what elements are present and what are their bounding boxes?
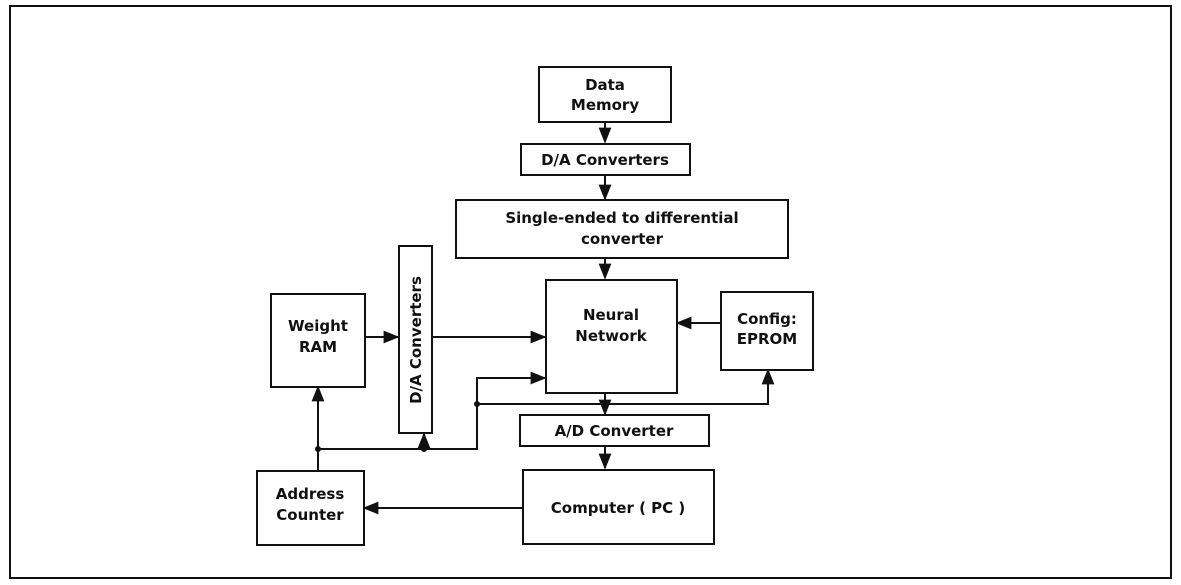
block-label: Memory [571,96,639,114]
block-label: EPROM [737,330,797,348]
block-computer-pc: Computer ( PC ) [522,469,715,545]
junction-dot [315,446,321,452]
block-ad-converter: A/D Converter [519,414,710,447]
block-data-memory: Data Memory [538,66,672,123]
block-da-converters-top: D/A Converters [520,143,691,176]
junction-dot [421,446,427,452]
block-neural-network: Neural Network [545,279,678,394]
block-label: Address [276,485,345,503]
block-label: Config: [737,310,797,328]
block-label: RAM [299,338,337,356]
block-single-to-differential: Single-ended to differential converter [455,199,789,259]
bus-to-nn [476,371,547,404]
block-label: D/A Converters [541,151,669,169]
block-label: Network [575,327,647,345]
diagram-frame [9,5,1172,579]
block-label: converter [581,230,664,248]
block-label: Counter [276,506,344,524]
connections [311,122,775,515]
junction-dot [474,401,480,407]
block-label: A/D Converter [555,422,674,440]
block-label: Data [585,76,625,94]
block-label: Weight [288,317,348,335]
block-address-counter: Address Counter [256,470,365,546]
block-label: Single-ended to differential [505,209,738,227]
block-label: D/A Converters [407,276,425,404]
block-config-eprom: Config: EPROM [720,291,814,371]
block-da-converters-side: D/A Converters [398,245,433,434]
block-weight-ram: Weight RAM [270,293,366,388]
block-label: Computer ( PC ) [551,499,685,517]
block-label: Neural [583,306,639,324]
